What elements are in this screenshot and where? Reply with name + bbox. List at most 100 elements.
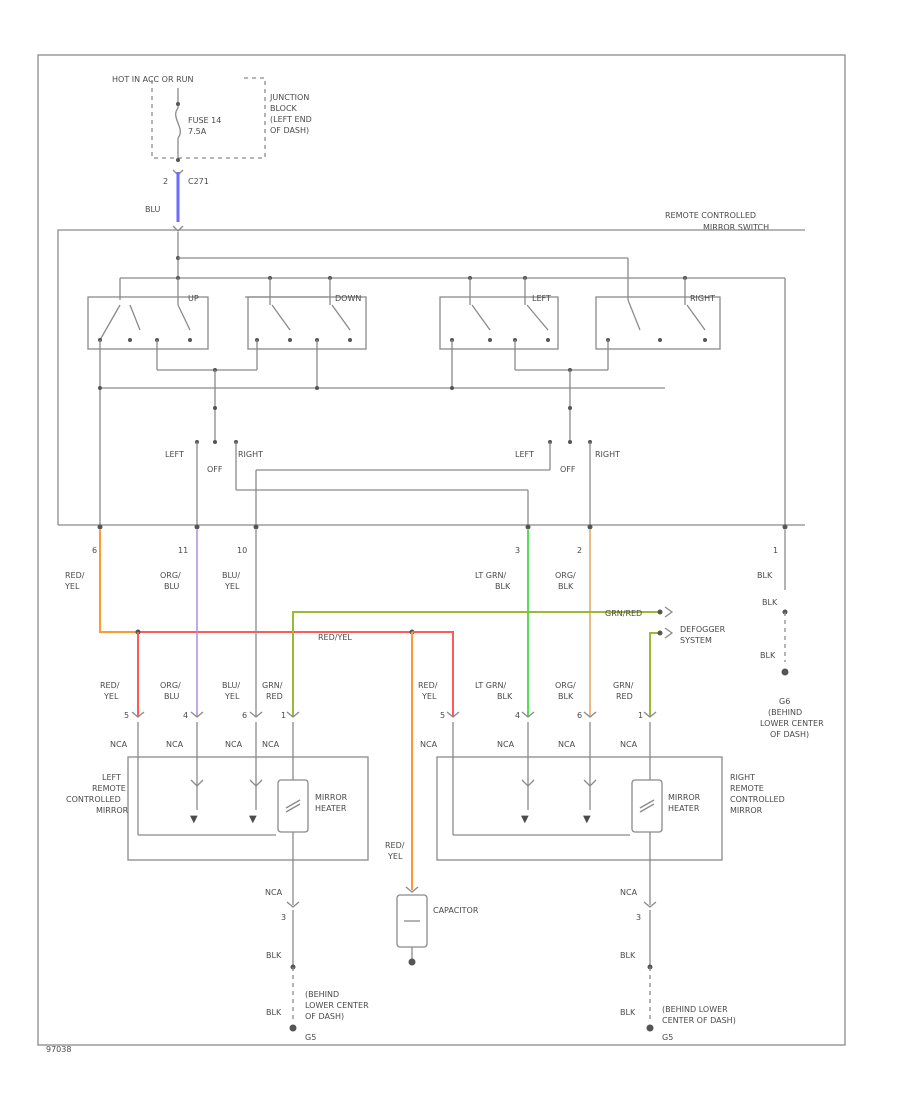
rm-pin-4: 1 (638, 711, 643, 720)
lm-label-4: MIRROR (96, 806, 129, 815)
sw-wire-4a: LT GRN/ (475, 571, 507, 580)
rg-wire-2: BLK (620, 1008, 636, 1017)
defogger-wire-label: GRN/RED (605, 609, 642, 618)
rm-label-3: CONTROLLED (730, 795, 785, 804)
footer-code: 97038 (46, 1045, 71, 1054)
rm-label-4: MIRROR (730, 806, 763, 815)
capacitor: RED/ YEL CAPACITOR (385, 841, 479, 966)
rg-conn: NCA (620, 888, 638, 897)
defogger-label-2: SYSTEM (680, 636, 712, 645)
rm-heater-2: HEATER (668, 804, 700, 813)
source-connector: C271 (188, 177, 209, 186)
mirror-switch: REMOTE CONTROLLED MIRROR SWITCH UP DOWN … (57, 211, 805, 526)
hot-label: HOT IN ACC OR RUN (112, 75, 193, 84)
rm-pin-2: 4 (515, 711, 520, 720)
switch-pin-10: 10 (237, 546, 247, 555)
g6-line-3: OF DASH) (770, 730, 809, 739)
capacitor-label: CAPACITOR (433, 906, 479, 915)
lg-line-2: LOWER CENTER (305, 1001, 369, 1010)
switch-title-2: MIRROR SWITCH (703, 223, 769, 232)
g6-wire-label: BLK (760, 651, 776, 660)
g6-line-2: LOWER CENTER (760, 719, 824, 728)
rg-pin: 3 (636, 913, 641, 922)
rm-conn-4: NCA (620, 740, 638, 749)
red-yel-right-drop (412, 631, 454, 716)
switch-pin-1: 1 (773, 546, 778, 555)
lg-pin: 3 (281, 913, 286, 922)
diagram-frame (37, 54, 846, 1046)
switch-contacts (98, 278, 707, 342)
lg-conn: NCA (265, 888, 283, 897)
fuse-symbol (172, 88, 184, 176)
selector-left-label: LEFT (165, 450, 184, 459)
sw-wire-5a: ORG/ (555, 571, 576, 580)
rm-motor-1: ▼ (521, 814, 529, 825)
lm-wire-2b: BLU (164, 692, 180, 701)
switch-title-1: REMOTE CONTROLLED (665, 211, 756, 220)
lm-pin-2: 4 (183, 711, 188, 720)
rm-pin-1: 5 (440, 711, 445, 720)
lm-pin-4: 1 (281, 711, 286, 720)
selector2-off-label: OFF (560, 465, 576, 474)
junction-line-1: JUNCTION (269, 93, 309, 102)
rm-label-1: RIGHT (730, 773, 755, 782)
fuse-rating: 7.5A (188, 127, 207, 136)
selector2-right-label: RIGHT (595, 450, 620, 459)
mode-down: DOWN (335, 294, 361, 303)
rm-wire-3a: ORG/ (555, 681, 576, 690)
mode-left: LEFT (532, 294, 551, 303)
cap-wire-2: YEL (387, 852, 403, 861)
fuse-label: FUSE 14 (188, 116, 221, 125)
lm-label-2: REMOTE (92, 784, 126, 793)
rm-wire-1b: YEL (421, 692, 437, 701)
junction-block: HOT IN ACC OR RUN FUSE 14 7.5A JUNCTION … (112, 75, 312, 214)
lm-conn-2: NCA (166, 740, 184, 749)
lm-label-3: CONTROLLED (66, 795, 121, 804)
lg-id: G5 (305, 1033, 316, 1042)
sw-wire-2b: BLU (164, 582, 180, 591)
switch-pin-2: 2 (577, 546, 582, 555)
lm-wire-4a: GRN/ (262, 681, 283, 690)
sw-wire-1b: YEL (64, 582, 80, 591)
left-ground: NCA 3 BLK BLK (BEHIND LOWER CENTER OF DA… (265, 888, 369, 1042)
source-wire-label: BLU (145, 205, 161, 214)
sw-wire-6a: BLK (757, 571, 773, 580)
rm-wire-1a: RED/ (418, 681, 438, 690)
rm-heater-1: MIRROR (668, 793, 701, 802)
rg-line-2: CENTER OF DASH) (662, 1016, 736, 1025)
selector-left: LEFT OFF RIGHT (165, 440, 529, 525)
sw-wire-3a: BLU/ (222, 571, 240, 580)
rm-wire-3b: BLK (558, 692, 574, 701)
rm-wire-4a: GRN/ (613, 681, 634, 690)
colored-wires: RED/YEL (99, 530, 789, 890)
bus-label: RED/YEL (318, 633, 352, 642)
rm-conn-1: NCA (420, 740, 438, 749)
junction-line-3: (LEFT END (270, 115, 312, 124)
junction-line-4: OF DASH) (270, 126, 309, 135)
switch-pin-3: 3 (515, 546, 520, 555)
rm-wire-4b: RED (616, 692, 633, 701)
selector2-left-label: LEFT (515, 450, 534, 459)
lm-heater-1: MIRROR (315, 793, 348, 802)
rm-conn-3: NCA (558, 740, 576, 749)
rm-wire-2a: LT GRN/ (475, 681, 507, 690)
rg-line-1: (BEHIND LOWER (662, 1005, 728, 1014)
lm-motor-2: ▼ (249, 814, 257, 825)
sw-wire-2a: ORG/ (160, 571, 181, 580)
right-mirror: RED/ YEL LT GRN/ BLK ORG/ BLK GRN/ RED 5… (418, 681, 785, 908)
right-mirror-ground: NCA 3 BLK BLK (BEHIND LOWER CENTER OF DA… (620, 888, 736, 1042)
rm-motor-2: ▼ (583, 814, 591, 825)
rm-pin-3: 6 (577, 711, 582, 720)
selector-right-label: RIGHT (238, 450, 263, 459)
lm-conn-1: NCA (110, 740, 128, 749)
lm-wire-3b: YEL (224, 692, 240, 701)
lg-line-3: OF DASH) (305, 1012, 344, 1021)
lg-wire-2: BLK (266, 1008, 282, 1017)
lm-label-1: LEFT (102, 773, 121, 782)
lm-conn-3: NCA (225, 740, 243, 749)
g6-id: G6 (779, 697, 790, 706)
red-yel-switch-wire (99, 530, 138, 633)
switch-internal-wiring (98, 340, 665, 525)
switch-pin-6: 6 (92, 546, 97, 555)
